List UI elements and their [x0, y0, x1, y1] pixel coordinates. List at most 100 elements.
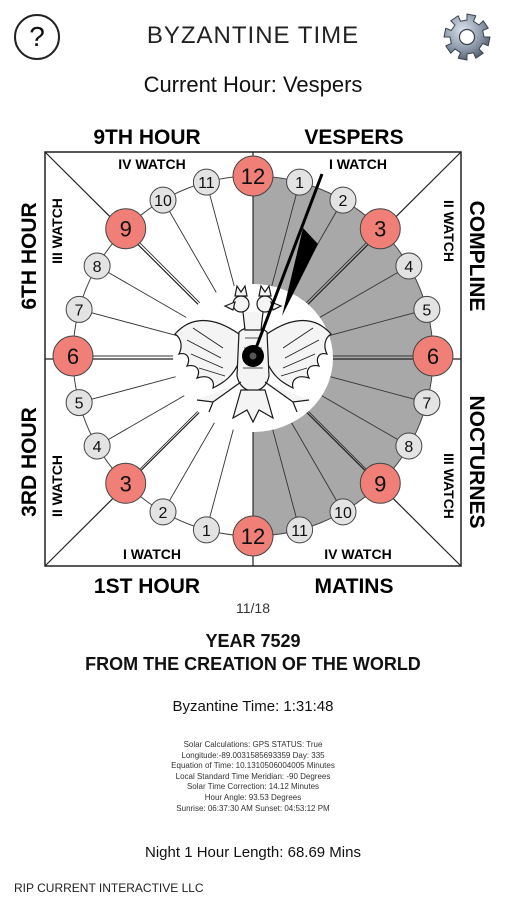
hour-marker-left-5: 7 [65, 295, 93, 323]
hour-marker-circle [83, 252, 111, 280]
label-nocturnes: NOCTURNES [465, 395, 488, 528]
label-1st-hour: 1ST HOUR [94, 575, 200, 598]
hour-marker-right-5: 6 [412, 335, 454, 377]
hour-marker-left-3: 9 [105, 208, 147, 250]
night-hour-length: Night 1 Hour Length: 68.69 Mins [145, 844, 361, 861]
hour-marker-right-8: 9 [359, 462, 401, 504]
byzantine-time-readout: Byzantine Time: 1:31:48 [172, 698, 334, 715]
hour-marker-circle [395, 432, 423, 460]
hour-marker-label: 3 [120, 471, 132, 496]
hour-marker-circle [105, 462, 147, 504]
hour-marker-circle [412, 335, 454, 377]
hour-marker-label: 3 [374, 217, 386, 242]
clock-hand [242, 173, 324, 367]
watch-label-left-bottom: II WATCH [49, 455, 65, 517]
hour-marker-right-1: 2 [329, 186, 357, 214]
hour-marker-circle [286, 168, 314, 196]
hour-marker-left-8: 4 [83, 432, 111, 460]
hour-marker-left-1: 11 [192, 168, 220, 196]
solar-line: Hour Angle: 93.53 Degrees [204, 792, 302, 802]
hour-marker-circle [232, 515, 274, 557]
watch-label-top-left: IV WATCH [118, 156, 185, 172]
hour-marker-left-9: 3 [105, 462, 147, 504]
hour-marker-left-6: 6 [52, 335, 94, 377]
hour-marker-label: 12 [241, 164, 265, 189]
hour-marker-label: 5 [422, 302, 431, 319]
label-vespers: VESPERS [304, 126, 403, 149]
hour-marker-label: 2 [159, 505, 168, 522]
hour-marker-label: 6 [67, 344, 79, 369]
hour-marker-circle [192, 516, 220, 544]
hour-marker-label: 9 [120, 217, 132, 242]
hour-marker-label: 9 [374, 471, 386, 496]
hour-marker-label: 4 [93, 439, 102, 456]
hour-marker-circle [395, 252, 423, 280]
hour-marker-circle [192, 168, 220, 196]
year-text: YEAR 7529 [205, 631, 301, 651]
hour-marker-circle [232, 155, 274, 197]
label-3rd-hour: 3RD HOUR [18, 407, 41, 517]
hour-marker-circle [359, 208, 401, 250]
solar-line: Equation of Time: 10.1310506004005 Minut… [171, 761, 335, 771]
label-9th-hour: 9TH HOUR [93, 126, 200, 149]
watch-label-left-top: III WATCH [49, 198, 65, 264]
watch-label-right-bottom: III WATCH [441, 453, 457, 519]
hour-marker-label: 1 [202, 523, 211, 540]
hour-marker-circle [286, 516, 314, 544]
hour-marker-right-10: 11 [286, 516, 314, 544]
solar-line: Solar Time Correction: 14.12 Minutes [186, 782, 320, 792]
watch-label-top-right: I WATCH [329, 156, 387, 172]
hour-marker-right-2: 3 [359, 208, 401, 250]
hour-marker-label: 2 [339, 193, 348, 210]
hour-marker-label: 11 [198, 175, 215, 192]
hour-marker-label: 8 [404, 439, 413, 456]
hour-marker-circle [83, 432, 111, 460]
hour-marker-right-3: 4 [395, 252, 423, 280]
hour-marker-circle [65, 295, 93, 323]
hour-marker-right-9: 10 [329, 498, 357, 526]
company-name: RIP CURRENT INTERACTIVE LLC [14, 881, 204, 895]
settings-button[interactable] [442, 12, 492, 62]
solar-line: Sunrise: 06:37:30 AM Sunset: 04:53:12 PM [176, 803, 330, 813]
hour-marker-circle [105, 208, 147, 250]
hour-marker-right-6: 7 [413, 389, 441, 417]
hour-marker-left-11: 1 [192, 516, 220, 544]
hour-marker-label: 6 [427, 344, 439, 369]
hour-marker-label: 11 [291, 523, 308, 540]
watch-label-bottom-right: IV WATCH [324, 546, 391, 562]
solar-line: Solar Calculations: GPS STATUS: True [183, 740, 323, 749]
hour-marker-label: 4 [404, 259, 413, 276]
hour-marker-label: 5 [75, 396, 84, 413]
hour-marker-right-0: 1 [286, 168, 314, 196]
label-6th-hour: 6TH HOUR [18, 202, 41, 309]
hour-marker-label: 10 [154, 193, 172, 210]
current-hour-label: Current Hour: Vespers [143, 72, 363, 97]
hour-marker-left-7: 5 [65, 389, 93, 417]
hour-marker-label: 7 [75, 302, 84, 319]
hour-marker-left-12: 12 [232, 515, 274, 557]
hour-marker-circle [149, 186, 177, 214]
hour-marker-circle [329, 186, 357, 214]
hour-marker-circle [65, 389, 93, 417]
creation-year: YEAR 7529 FROM THE CREATION OF THE WORLD [0, 630, 506, 676]
watch-label-right-top: II WATCH [441, 200, 457, 262]
hour-marker-right-7: 8 [395, 432, 423, 460]
hour-marker-circle [52, 335, 94, 377]
hour-marker-circle [359, 462, 401, 504]
hour-marker-left-2: 10 [149, 186, 177, 214]
hour-marker-label: 12 [241, 524, 265, 549]
help-button[interactable]: ? [14, 14, 60, 60]
label-matins: MATINS [315, 575, 394, 598]
hour-marker-label: 7 [422, 396, 431, 413]
app-title: BYZANTINE TIME [146, 22, 360, 49]
solar-line: Local Standard Time Meridian: -90 Degree… [175, 771, 331, 781]
hour-marker-left-10: 2 [149, 498, 177, 526]
hour-marker-label: 10 [334, 505, 352, 522]
hour-marker-label: 1 [295, 175, 304, 192]
hour-marker-right-4: 5 [413, 295, 441, 323]
hour-marker-label: 8 [93, 259, 102, 276]
hour-marker-circle [149, 498, 177, 526]
hour-marker-left-0: 12 [232, 155, 274, 197]
help-button-label: ? [29, 21, 45, 52]
